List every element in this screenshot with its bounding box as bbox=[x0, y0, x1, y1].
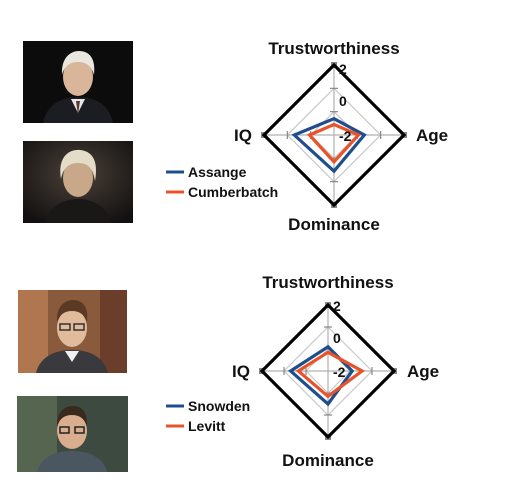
legend-label-levitt: Levitt bbox=[188, 418, 226, 434]
axis-label-iq: IQ bbox=[232, 362, 250, 381]
radar-series-layer bbox=[291, 116, 367, 174]
axis-label-dominance: Dominance bbox=[282, 451, 374, 470]
axis-label-trustworthiness: Trustworthiness bbox=[268, 39, 399, 58]
radar-series-assange bbox=[291, 116, 367, 174]
tick-label: 0 bbox=[333, 330, 341, 346]
tick-label: 2 bbox=[333, 298, 341, 314]
radar-series-layer bbox=[287, 344, 366, 407]
photo-snowden bbox=[18, 290, 127, 373]
tick-label: 2 bbox=[339, 61, 347, 77]
photo-cumberbatch bbox=[23, 141, 133, 223]
tick-label: 0 bbox=[339, 93, 347, 109]
radar-outer-frame bbox=[261, 62, 407, 208]
legend-label-assange: Assange bbox=[188, 164, 247, 180]
tick-label: -2 bbox=[333, 364, 346, 380]
axis-label-age: Age bbox=[416, 126, 448, 145]
legend-label-snowden: Snowden bbox=[188, 398, 250, 414]
axis-label-iq: IQ bbox=[234, 126, 252, 145]
radar-grid bbox=[259, 302, 397, 440]
radar-outer-ring bbox=[261, 62, 407, 208]
radar-outer-frame bbox=[259, 302, 397, 440]
tick-label: -2 bbox=[339, 128, 352, 144]
axis-label-dominance: Dominance bbox=[288, 215, 380, 234]
axis-label-trustworthiness: Trustworthiness bbox=[262, 273, 393, 292]
legend: Snowden Levitt bbox=[166, 398, 250, 434]
legend: Assange Cumberbatch bbox=[166, 164, 278, 200]
radar-outer-ring bbox=[259, 302, 397, 440]
radar-series-levitt bbox=[295, 350, 366, 399]
photo-levitt bbox=[17, 396, 128, 472]
radar-series-cumberbatch bbox=[306, 122, 362, 165]
legend-label-cumberbatch: Cumberbatch bbox=[188, 184, 278, 200]
axis-label-age: Age bbox=[407, 362, 439, 381]
photo-assange bbox=[23, 41, 133, 123]
